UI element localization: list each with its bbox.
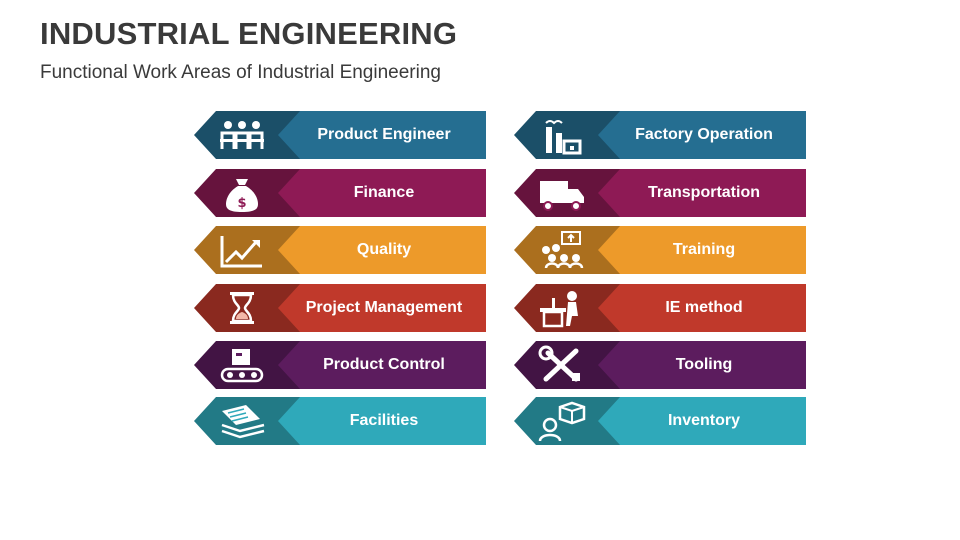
ribbon-shape (194, 111, 486, 159)
factory-icon (545, 120, 582, 155)
item-label: Transportation (647, 184, 760, 201)
growth-chart-icon (220, 236, 262, 268)
svg-text:$: $ (237, 196, 246, 211)
item-quality: Quality (194, 226, 486, 274)
item-label: Product Engineer (317, 126, 451, 143)
ribbon-shape (514, 397, 806, 445)
item-label: Factory Operation (635, 126, 773, 143)
ribbon-shape (514, 341, 806, 389)
ribbon-shape (514, 169, 806, 217)
item-label: Quality (356, 241, 412, 258)
item-label: Facilities (349, 412, 419, 429)
conveyor-box-icon (220, 349, 264, 383)
ribbon-shape (194, 226, 486, 274)
inventory-person-icon (538, 401, 586, 441)
item-product-control: Product Control (194, 341, 486, 389)
ribbon-shape (514, 284, 806, 332)
item-label: IE method (665, 299, 743, 316)
item-tooling: Tooling (514, 341, 806, 389)
item-label: Tooling (675, 356, 733, 373)
item-label: Finance (353, 184, 415, 201)
item-label: Training (672, 241, 736, 258)
item-ie-method: IE method (514, 284, 806, 332)
ribbon-shape (514, 111, 806, 159)
page-title: INDUSTRIAL ENGINEERING (40, 16, 458, 51)
ribbon-shape (194, 341, 486, 389)
ribbon-shape (194, 169, 486, 217)
documents-stack-icon (221, 405, 265, 439)
item-finance: $ Finance (194, 169, 486, 217)
meeting-people-icon (220, 121, 264, 149)
item-inventory: Inventory (514, 397, 806, 445)
hourglass-icon (230, 292, 254, 324)
wrench-screwdriver-icon (538, 345, 580, 382)
truck-icon (540, 181, 584, 211)
ribbon-shape (194, 284, 486, 332)
money-bag-icon: $ (226, 179, 258, 212)
item-product-engineer: Product Engineer (194, 111, 486, 159)
desk-worker-icon (540, 291, 578, 328)
item-training: Training (514, 226, 806, 274)
item-label: Project Management (305, 299, 463, 316)
item-transportation: Transportation (514, 169, 806, 217)
item-label: Product Control (323, 356, 445, 373)
item-facilities: Facilities (194, 397, 486, 445)
training-group-icon (542, 231, 584, 269)
item-project-management: Project Management (194, 284, 486, 332)
item-label: Inventory (667, 412, 740, 429)
item-factory-operation: Factory Operation (514, 111, 806, 159)
ribbon-shape (514, 226, 806, 274)
page-subtitle: Functional Work Areas of Industrial Engi… (40, 62, 441, 83)
ribbon-shape (194, 397, 486, 445)
